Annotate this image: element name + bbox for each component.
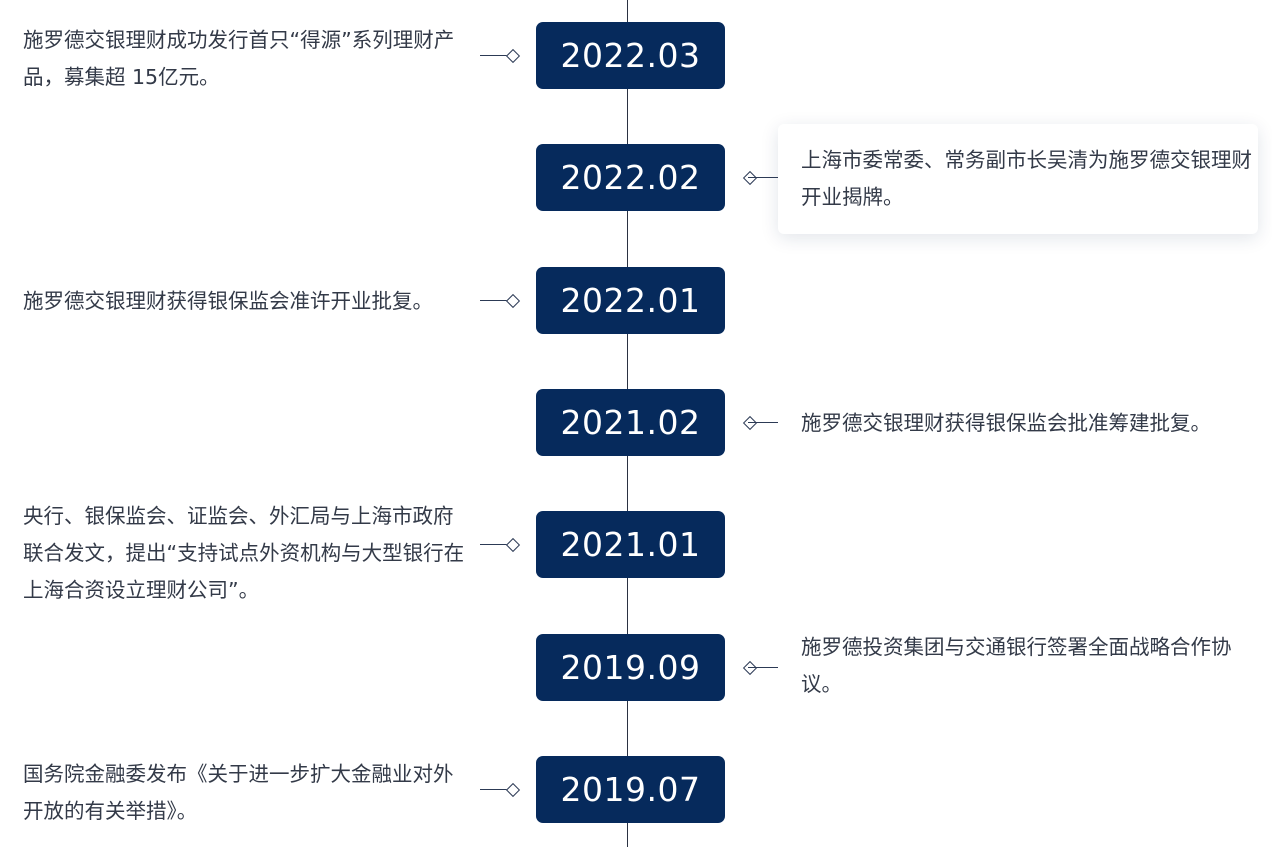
connector-line [480,544,510,545]
diamond-marker-icon [742,660,758,676]
event-text: 施罗德投资集团与交通银行签署全面战略合作协议。 [801,635,1232,696]
timeline-entry: 2021.02 施罗德交银理财获得银保监会批准筹建批复。 [0,389,1272,456]
date-badge[interactable]: 2022.03 [536,22,725,89]
event-text: 施罗德交银理财成功发行首只“得源”系列理财产品，募集超 15亿元。 [23,28,455,89]
event-text: 施罗德交银理财获得银保监会批准筹建批复。 [801,411,1211,435]
event-text: 施罗德交银理财获得银保监会准许开业批复。 [23,289,433,313]
diamond-marker-icon [742,415,758,431]
diamond-marker-icon [505,537,521,553]
date-badge[interactable]: 2019.09 [536,634,725,701]
timeline-entry: 施罗德交银理财获得银保监会准许开业批复。 2022.01 [0,267,1272,334]
timeline-entry: 国务院金融委发布《关于进一步扩大金融业对外开放的有关举措》。 2019.07 [0,756,1272,823]
date-badge[interactable]: 2019.07 [536,756,725,823]
diamond-marker-icon [505,782,521,798]
diamond-marker-icon [505,293,521,309]
date-badge[interactable]: 2022.02 [536,144,725,211]
event-text: 央行、银保监会、证监会、外汇局与上海市政府联合发文，提出“支持试点外资机构与大型… [23,504,465,602]
connector-line [748,667,778,668]
timeline-entry: 2019.09 施罗德投资集团与交通银行签署全面战略合作协议。 [0,634,1272,701]
timeline-entry: 央行、银保监会、证监会、外汇局与上海市政府联合发文，提出“支持试点外资机构与大型… [0,504,1272,602]
diamond-marker-icon [742,170,758,186]
timeline-entry: 2022.02 上海市委常委、常务副市长吴清为施罗德交银理财开业揭牌。 [0,124,1272,234]
timeline-entry: 施罗德交银理财成功发行首只“得源”系列理财产品，募集超 15亿元。 2022.0… [0,22,1272,89]
connector-line [480,55,510,56]
connector-line [748,422,778,423]
event-text: 上海市委常委、常务副市长吴清为施罗德交银理财开业揭牌。 [801,148,1252,209]
diamond-marker-icon [505,48,521,64]
connector-line [480,300,510,301]
connector-line [748,177,778,178]
date-badge[interactable]: 2021.02 [536,389,725,456]
connector-line [480,789,510,790]
date-badge[interactable]: 2021.01 [536,511,725,578]
date-badge[interactable]: 2022.01 [536,267,725,334]
event-text: 国务院金融委发布《关于进一步扩大金融业对外开放的有关举措》。 [23,762,454,823]
highlight-card [778,124,1258,234]
